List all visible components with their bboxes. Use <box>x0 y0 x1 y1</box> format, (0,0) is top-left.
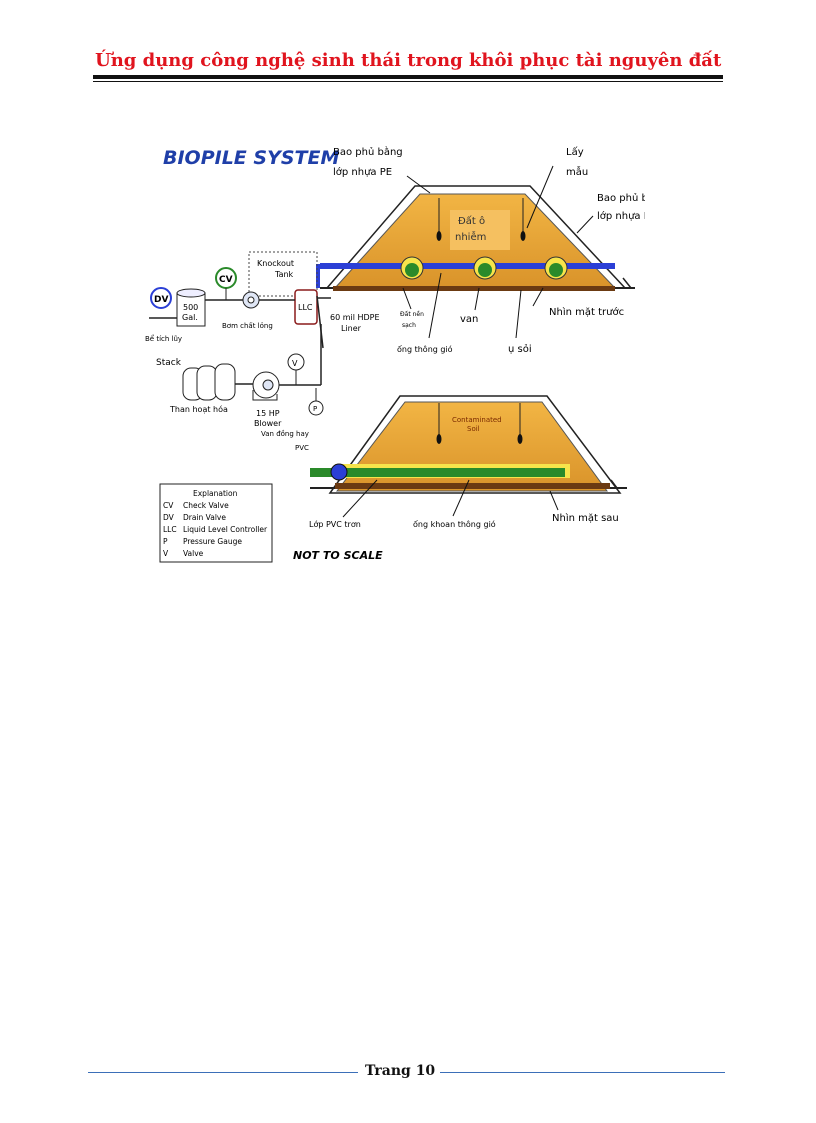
label-cover-pe-1-line1: Bao phủ bằng <box>333 145 403 158</box>
front-vent-pipe-1 <box>400 256 424 280</box>
label-hdpe-line2: Liner <box>341 324 362 333</box>
back-pile <box>310 395 627 494</box>
label-activated-carbon: Than hoạt hóa <box>169 404 228 415</box>
label-liquid-pump: Bơm chất lỏng <box>222 322 273 330</box>
front-pile <box>316 185 635 291</box>
header-rule-thin <box>93 81 723 82</box>
label-vent-pipe: ống thông gió <box>397 344 453 354</box>
cv-check-valve-icon: CV <box>215 267 237 300</box>
label-hdpe-line1: 60 mil HDPE <box>330 313 380 322</box>
front-vent-pipe-2 <box>473 256 497 280</box>
p-pressure-gauge-icon: P <box>308 388 324 416</box>
legend-text: Valve <box>183 549 204 558</box>
label-p: P <box>313 405 317 413</box>
footer-line-right <box>440 1072 725 1073</box>
legend-text: Drain Valve <box>183 513 226 522</box>
label-contam-en-line1: Contaminated <box>452 416 502 424</box>
label-contaminated-soil-line2: nhiễm <box>455 230 486 243</box>
legend-text: Pressure Gauge <box>183 537 242 546</box>
page-number: Trang 10 <box>365 1063 436 1079</box>
label-knockout-line1: Knockout <box>257 259 294 268</box>
label-not-to-scale: NOT TO SCALE <box>293 549 383 562</box>
label-gate-valve-line1: Van đồng hay <box>261 430 309 438</box>
biopile-figure: BIOPILE SYSTEM Bao phủ bằng lớp nhựa PE … <box>145 138 667 578</box>
label-base-soil-line1: Đất nền <box>400 310 424 318</box>
label-sample-line1: Lấy <box>566 146 584 158</box>
legend-code: V <box>163 549 169 558</box>
llc-unit: LLC <box>294 289 318 325</box>
label-gravel: ụ sỏi <box>508 343 532 355</box>
accumulation-tank: 500 Gal. <box>176 288 206 327</box>
legend-text: Liquid Level Controller <box>183 525 268 534</box>
footer-line-left <box>88 1072 358 1073</box>
label-back-view: Nhìn mặt sau <box>552 512 619 524</box>
legend-code: DV <box>163 513 175 522</box>
front-vent-pipe-3 <box>544 256 568 280</box>
label-tank-line2: Gal. <box>182 313 198 322</box>
label-tank-line1: 500 <box>183 303 198 312</box>
label-knockout-line2: Tank <box>274 270 294 279</box>
legend-code: CV <box>163 501 174 510</box>
label-stack: Stack <box>156 358 182 368</box>
label-blower-line2: Blower <box>254 419 282 428</box>
label-cover-pe-1-line2: lớp nhựa PE <box>333 166 392 178</box>
legend-heading: Explanation <box>193 489 238 498</box>
label-cover-pe-2-line1: Bao phủ bằng <box>597 191 645 204</box>
legend-code: P <box>163 537 168 546</box>
label-pvc-layer: Lớp PVC trơn <box>309 519 361 529</box>
label-accumulation-tank: Bể tích lũy <box>145 334 182 343</box>
v-valve-icon: V <box>287 353 305 385</box>
label-drilled-pipe: ống khoan thông gió <box>413 519 496 529</box>
label-gate-valve-line2: PVC <box>295 444 309 452</box>
dv-drain-valve-icon: DV <box>149 287 177 319</box>
label-valve-vn: van <box>460 314 478 325</box>
label-cv: CV <box>219 275 233 285</box>
label-blower-line1: 15 HP <box>256 409 280 418</box>
label-contaminated-soil-line1: Đất ô <box>458 215 485 227</box>
label-front-view: Nhìn mặt trước <box>549 306 624 318</box>
knockout-tank: Knockout Tank <box>248 251 318 297</box>
label-base-soil-line2: sạch <box>402 322 416 329</box>
activated-carbon-canisters <box>182 363 236 401</box>
document-header-title: Ứng dụng công nghệ sinh thái trong khôi … <box>95 50 722 71</box>
label-llc: LLC <box>298 303 313 312</box>
liquid-pump-icon <box>242 291 260 309</box>
label-v: V <box>292 359 298 368</box>
label-sample-line2: mẫu <box>566 165 588 178</box>
label-cover-pe-2-line2: lớp nhựa PE <box>597 210 645 222</box>
label-dv: DV <box>154 295 168 305</box>
legend-text: Check Valve <box>183 501 229 510</box>
explanation-legend: Explanation CV Check Valve DV Drain Valv… <box>159 483 273 563</box>
label-contam-en-line2: Soil <box>467 425 480 433</box>
legend-code: LLC <box>163 525 177 534</box>
figure-title: BIOPILE SYSTEM <box>163 147 339 169</box>
header-rule-thick <box>93 75 723 79</box>
